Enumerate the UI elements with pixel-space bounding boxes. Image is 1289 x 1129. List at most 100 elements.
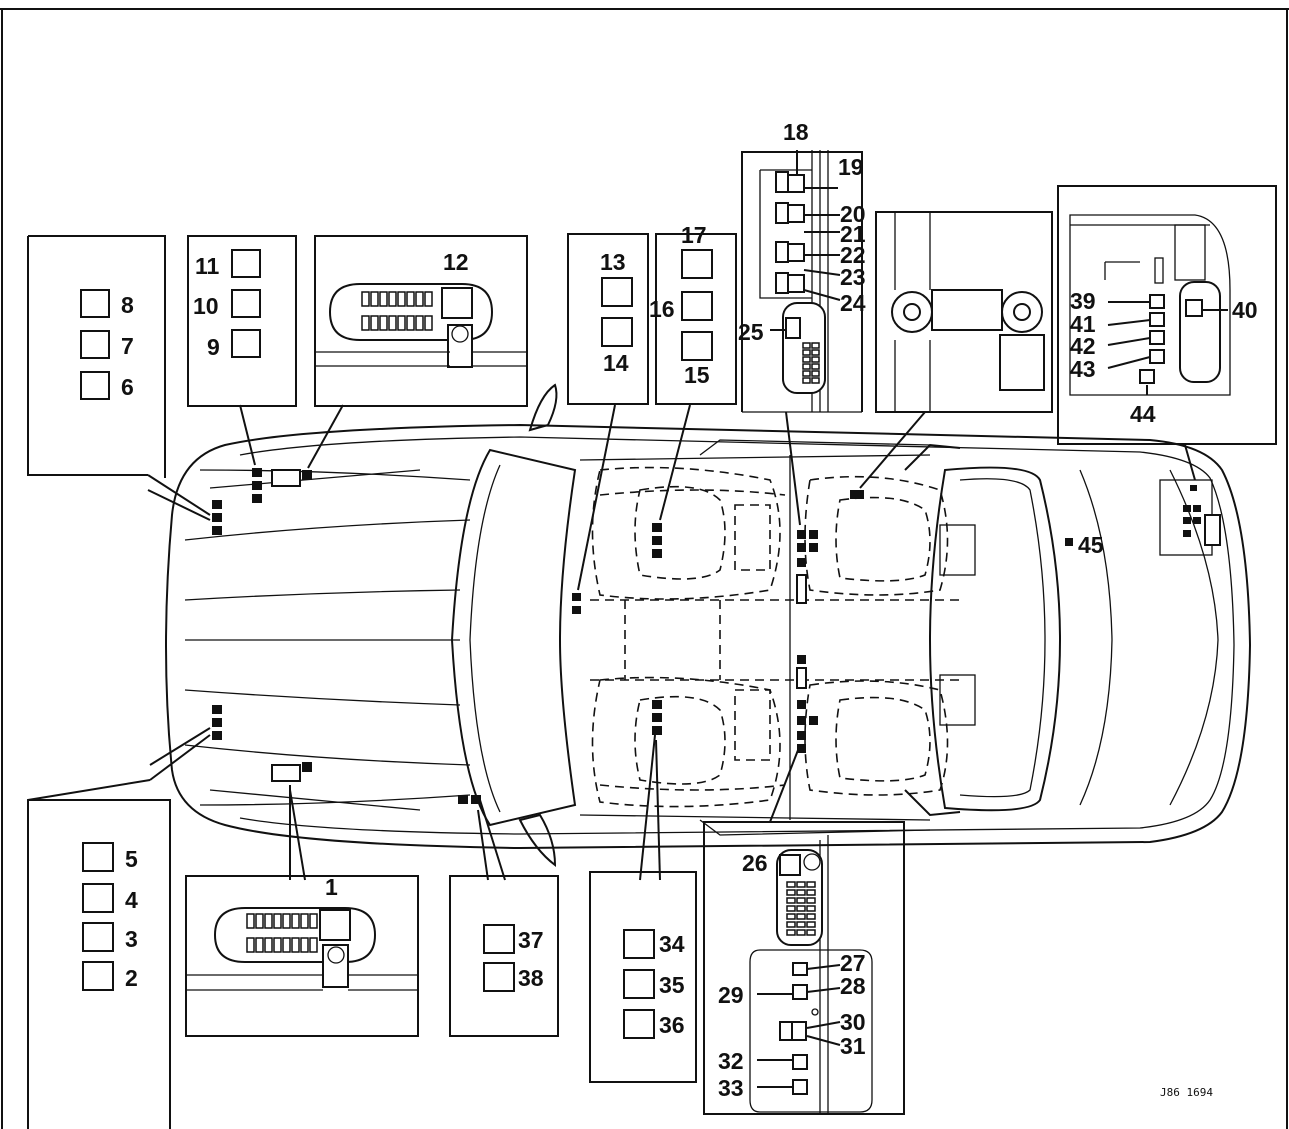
panel-relays-15-17 — [655, 233, 737, 405]
fuse-slot — [291, 937, 300, 953]
fuse-slot — [397, 315, 406, 331]
fuse-slot — [264, 937, 273, 953]
fuse-slot — [361, 291, 370, 307]
callout-41: 41 — [1070, 311, 1096, 337]
callout-13: 13 — [600, 249, 626, 275]
fuse-slot — [806, 913, 816, 920]
panel-relays-18-25 — [741, 150, 863, 413]
callout-37: 37 — [518, 927, 544, 953]
fuse-slot — [406, 315, 415, 331]
callout-20: 20 — [840, 201, 866, 227]
fuse-slot — [802, 342, 811, 349]
fuse-slot — [806, 897, 816, 904]
fuse-slot — [796, 929, 806, 936]
fuse-slot — [309, 913, 318, 929]
fuse-slot — [255, 937, 264, 953]
fuse-slot — [300, 937, 309, 953]
fuse-slot — [811, 342, 820, 349]
relay-markers — [212, 468, 1221, 804]
fuse-slot — [246, 913, 255, 929]
fuse-slot — [379, 315, 388, 331]
callout-33: 33 — [718, 1075, 744, 1101]
callout-19: 19 — [838, 154, 864, 180]
fuse-slot — [370, 291, 379, 307]
figure-reference: J86 1694 — [1160, 1086, 1213, 1099]
callout-42: 42 — [1070, 333, 1096, 359]
interior-seats — [590, 466, 976, 808]
callout-35: 35 — [659, 972, 685, 998]
panel-relays-9-11 — [187, 235, 297, 407]
callout-24: 24 — [840, 290, 866, 316]
callout-16: 16 — [649, 296, 675, 322]
fuse-slot — [309, 937, 318, 953]
fuse-slot — [811, 370, 820, 377]
callout-18: 18 — [783, 119, 809, 145]
fuse-slot — [796, 897, 806, 904]
callout-numbers: 1 2 3 4 5 6 7 8 9 10 11 12 13 14 15 16 1… — [121, 119, 1258, 1101]
fuse-slot — [811, 363, 820, 370]
callout-7: 7 — [121, 333, 134, 359]
fuse-slot — [806, 921, 816, 928]
fuse-slot — [300, 913, 309, 929]
fuse-slot — [796, 921, 806, 928]
fuse-slot — [255, 913, 264, 929]
callout-31: 31 — [840, 1033, 866, 1059]
panel-relays-13-14 — [567, 233, 649, 405]
fuse-slot — [273, 937, 282, 953]
fuse-slot — [806, 905, 816, 912]
fuse-slot — [811, 377, 820, 384]
callout-43: 43 — [1070, 356, 1096, 382]
page-border — [0, 8, 1289, 1129]
fuse-slot — [796, 889, 806, 896]
callout-3: 3 — [125, 926, 138, 952]
callout-29: 29 — [718, 982, 744, 1008]
fuse-slot — [273, 913, 282, 929]
fuse-slot — [415, 315, 424, 331]
callout-45: 45 — [1078, 532, 1104, 558]
panel-fuse-box-12 — [314, 235, 528, 407]
callout-27: 27 — [840, 950, 866, 976]
panel-relays-6-8 — [28, 235, 166, 478]
callout-17: 17 — [681, 222, 707, 248]
fuse-slot — [388, 315, 397, 331]
fuse-slot — [786, 921, 796, 928]
fuse-slot — [786, 889, 796, 896]
fuse-slot — [415, 291, 424, 307]
panel-relays-39-44 — [1057, 185, 1277, 445]
callout-39: 39 — [1070, 288, 1096, 314]
panel-relays-2-5 — [28, 799, 171, 1129]
fuse-slot — [806, 889, 816, 896]
fuse-slot — [806, 881, 816, 888]
panel-relays-37-38 — [449, 875, 559, 1037]
callout-14: 14 — [603, 350, 629, 376]
panel-rear-axle — [875, 211, 1053, 413]
callout-2: 2 — [125, 965, 138, 991]
fuse-slot — [424, 291, 433, 307]
fuse-slot — [786, 897, 796, 904]
fuse-slot — [802, 370, 811, 377]
fuse-slot — [264, 913, 273, 929]
fuse-slot — [811, 349, 820, 356]
callout-23: 23 — [840, 264, 866, 290]
callout-21: 21 — [840, 221, 866, 247]
callout-11: 11 — [195, 253, 220, 279]
fuse-slot — [811, 356, 820, 363]
fuse-slot — [406, 291, 415, 307]
panel-relays-34-36 — [589, 871, 697, 1083]
callout-8: 8 — [121, 292, 134, 318]
callout-9: 9 — [207, 334, 220, 360]
panel-fuse-box-1 — [185, 875, 419, 1037]
callout-28: 28 — [840, 973, 866, 999]
callout-12: 12 — [443, 249, 469, 275]
fuse-slot — [282, 913, 291, 929]
callout-6: 6 — [121, 374, 134, 400]
fuse-slot — [282, 937, 291, 953]
fuse-slot — [424, 315, 433, 331]
panel-relays-26-33 — [703, 821, 905, 1115]
callout-30: 30 — [840, 1009, 866, 1035]
fuse-slot — [796, 881, 806, 888]
callout-10: 10 — [193, 293, 219, 319]
fuse-slot — [802, 356, 811, 363]
callout-1: 1 — [325, 874, 338, 900]
